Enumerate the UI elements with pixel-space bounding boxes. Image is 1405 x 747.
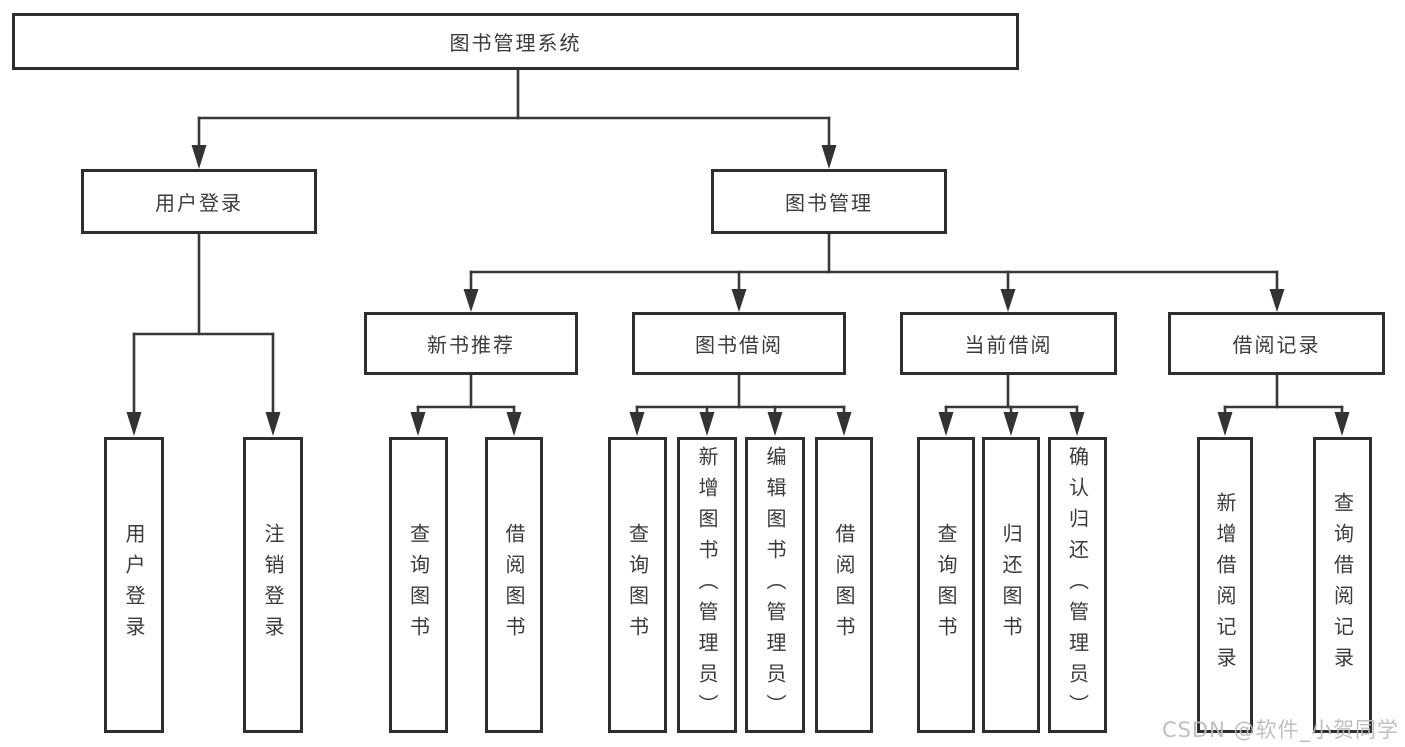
node-book-borrowing: 图书借阅 (632, 312, 846, 375)
node-borrowing-records-label: 借阅记录 (1232, 333, 1321, 357)
node-user-login: 用户登录 (81, 169, 317, 234)
leaf-records-query-borrow-record-label: 查询借阅记录 (1330, 492, 1355, 678)
node-book-management: 图书管理 (711, 169, 947, 234)
connector-root-to-level2 (191, 68, 837, 169)
node-new-book-recommend-label: 新书推荐 (427, 333, 515, 357)
node-user-login-label: 用户登录 (155, 191, 243, 215)
leaf-borrow-edit-books-admin: 编辑图书（管理员） (745, 437, 805, 733)
connector-new-book-recommend-children (410, 373, 522, 436)
leaf-current-confirm-return-admin-label: 确认归还（管理员） (1065, 445, 1090, 725)
node-book-management-label: 图书管理 (785, 191, 873, 215)
leaf-records-add-borrow-record-label: 新增借阅记录 (1213, 492, 1237, 678)
connector-book-borrowing-children (629, 373, 852, 436)
leaf-borrow-query-books: 查询图书 (608, 437, 667, 733)
leaf-borrow-borrow-books: 借阅图书 (815, 437, 873, 733)
leaf-login-user-login: 用户登录 (104, 437, 164, 733)
node-new-book-recommend: 新书推荐 (364, 312, 578, 375)
leaf-records-add-borrow-record: 新增借阅记录 (1197, 437, 1253, 733)
leaf-current-query-books-label: 查询图书 (934, 523, 958, 647)
leaf-recommend-borrow-books-label: 借阅图书 (502, 523, 526, 647)
leaf-current-confirm-return-admin: 确认归还（管理员） (1048, 437, 1107, 733)
leaf-borrow-borrow-books-label: 借阅图书 (832, 523, 856, 647)
leaf-current-return-books: 归还图书 (982, 437, 1040, 733)
csdn-watermark: CSDN @软件_小贺同学 (1161, 718, 1399, 742)
connector-user-login-children (126, 232, 281, 436)
node-root-system: 图书管理系统 (12, 13, 1019, 70)
node-root-system-label: 图书管理系统 (449, 31, 582, 55)
leaf-recommend-query-books-label: 查询图书 (406, 523, 431, 647)
node-current-borrowing-label: 当前借阅 (964, 333, 1053, 357)
connector-book-management-children (463, 232, 1285, 312)
leaf-recommend-query-books: 查询图书 (389, 437, 448, 733)
node-current-borrowing: 当前借阅 (900, 312, 1117, 375)
leaf-login-logout-label: 注销登录 (261, 523, 285, 647)
connector-current-borrowing-children (938, 373, 1085, 436)
leaf-borrow-edit-books-admin-label: 编辑图书（管理员） (763, 445, 787, 725)
node-book-borrowing-label: 图书借阅 (695, 333, 783, 357)
leaf-current-query-books: 查询图书 (917, 437, 975, 733)
node-borrowing-records: 借阅记录 (1168, 312, 1385, 375)
leaf-login-logout: 注销登录 (243, 437, 303, 733)
connector-borrowing-records-children (1217, 373, 1350, 436)
leaf-current-return-books-label: 归还图书 (999, 523, 1023, 647)
leaf-borrow-add-books-admin-label: 新增图书（管理员） (695, 445, 719, 725)
leaf-records-query-borrow-record: 查询借阅记录 (1313, 437, 1372, 733)
leaf-login-user-login-label: 用户登录 (122, 523, 146, 647)
leaf-borrow-add-books-admin: 新增图书（管理员） (677, 437, 737, 733)
leaf-borrow-query-books-label: 查询图书 (625, 523, 650, 647)
leaf-recommend-borrow-books: 借阅图书 (485, 437, 543, 733)
